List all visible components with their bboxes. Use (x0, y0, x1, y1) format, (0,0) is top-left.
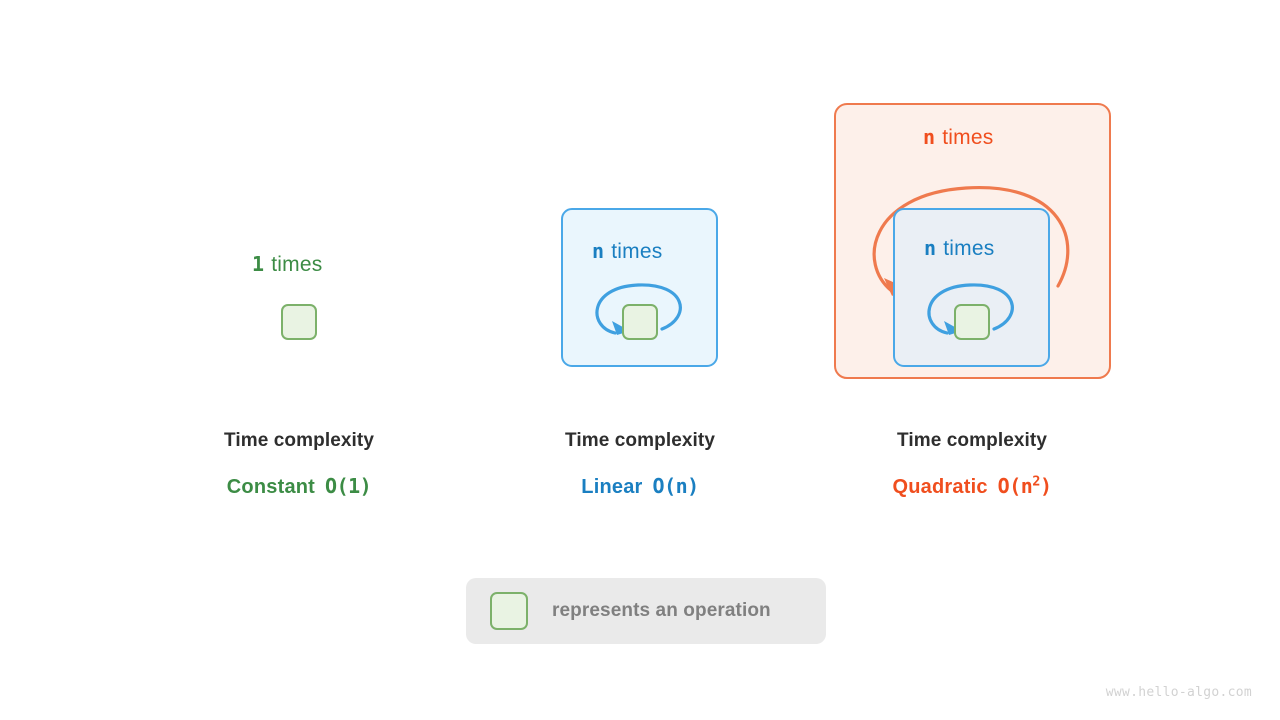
operation-square (622, 304, 658, 340)
linear-caption: Time complexity Linear O(n) (490, 430, 790, 499)
quadratic-outer-loop-word: times (942, 126, 994, 149)
quadratic-inner-loop-word: times (943, 237, 995, 260)
caption-title: Time complexity (223, 430, 375, 451)
notation-base: O(n (997, 474, 1033, 498)
notation-close: ) (1039, 474, 1052, 498)
quadratic-outer-loop-count: n (923, 125, 936, 149)
constant-caption: Time complexity Constant O(1) (149, 430, 449, 499)
operation-square-icon (490, 592, 528, 630)
linear-loop-count: n (592, 239, 605, 263)
complexity-notation: O(n) (652, 474, 700, 498)
quadratic-inner-loop-box (893, 208, 1050, 367)
operation-square (954, 304, 990, 340)
caption-value: Linear O(n) (490, 474, 790, 499)
constant-loop-count: 1 (252, 252, 265, 276)
caption-title: Time complexity (896, 430, 1048, 451)
legend-panel: represents an operation (466, 578, 826, 644)
caption-value: Constant O(1) (149, 474, 449, 499)
complexity-notation: O(1) (325, 474, 372, 498)
complexity-name: Linear (581, 476, 643, 498)
complexity-name: Quadratic (892, 476, 988, 498)
legend-label: represents an operation (552, 600, 771, 621)
caption-value: Quadratic O(n2) (822, 474, 1122, 499)
complexity-notation: O(n2) (998, 474, 1052, 498)
operation-square (281, 304, 317, 340)
caption-title: Time complexity (564, 430, 716, 451)
notation-exponent: 2 (1032, 473, 1040, 490)
linear-loop-box (561, 208, 718, 367)
quadratic-inner-loop-count: n (924, 236, 937, 260)
quadratic-caption: Time complexity Quadratic O(n2) (822, 430, 1122, 499)
constant-loop-word: times (271, 253, 323, 276)
constant-loop-label: 1 times (252, 252, 322, 277)
linear-loop-word: times (611, 240, 663, 263)
complexity-name: Constant (226, 476, 316, 498)
watermark: www.hello-algo.com (1105, 685, 1252, 700)
